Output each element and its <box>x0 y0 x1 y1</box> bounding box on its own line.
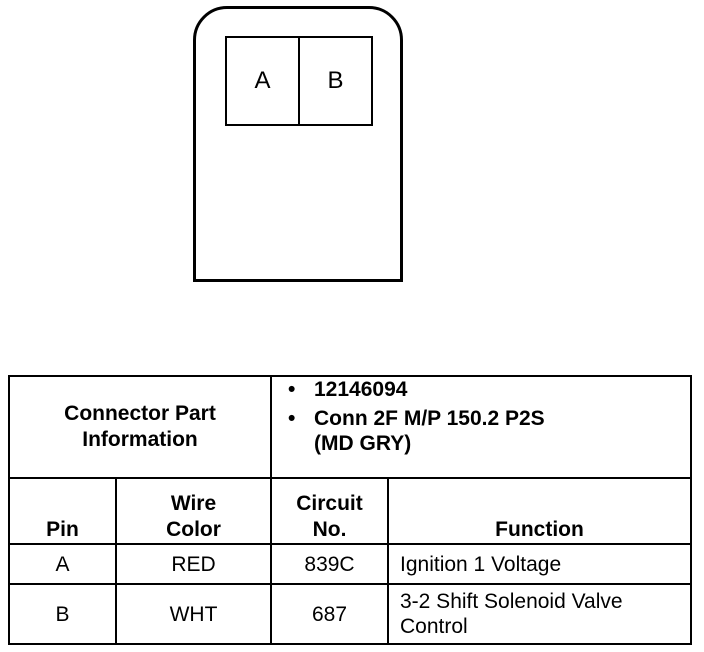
part-number-item: • 12146094 <box>288 377 690 402</box>
table-row: A RED 839C Ignition 1 Voltage <box>8 543 693 585</box>
wire-color-cell: WHT <box>115 583 272 645</box>
part-info-label-line1: Connector Part <box>64 402 216 425</box>
bullet-icon: • <box>288 407 296 430</box>
column-header-row: Pin Wire Color Circuit No. Function <box>8 477 693 545</box>
column-header-wire-color: Wire Color <box>115 477 272 545</box>
part-info-label-cell: Connector Part Information <box>8 375 272 479</box>
pin-cell: A <box>8 543 117 585</box>
part-info-label-line2: Information <box>82 428 198 451</box>
column-header-function: Function <box>386 477 693 545</box>
column-header-wire-color-line1: Wire <box>170 492 217 515</box>
connector-description-line2: (MD GRY) <box>314 432 412 455</box>
function-line2: Control <box>400 615 468 638</box>
connector-cavities: A B <box>225 36 373 126</box>
table-row: B WHT 687 3-2 Shift Solenoid Valve Contr… <box>8 583 693 645</box>
part-info-list: • 12146094 • Conn 2F M/P 150.2 P2S (MD G… <box>272 377 690 456</box>
column-header-circuit: Circuit No. <box>270 477 389 545</box>
part-info-values-cell: • 12146094 • Conn 2F M/P 150.2 P2S (MD G… <box>269 375 693 479</box>
column-header-circuit-line1: Circuit <box>296 492 363 515</box>
connector-face-outline <box>193 6 403 282</box>
wire-color-cell: RED <box>115 543 272 585</box>
bullet-icon: • <box>288 378 296 401</box>
function-cell: Ignition 1 Voltage <box>386 543 693 585</box>
cavity-b-label: B <box>298 38 371 124</box>
column-header-wire-color-line2: Color <box>166 518 221 541</box>
function-line1: Ignition 1 Voltage <box>400 552 562 576</box>
function-line1: 3-2 Shift Solenoid Valve <box>400 590 623 613</box>
function-cell: 3-2 Shift Solenoid Valve Control <box>386 583 693 645</box>
column-header-pin: Pin <box>8 477 117 545</box>
connector-pinout-table: Connector Part Information • 12146094 • … <box>8 375 693 645</box>
circuit-cell: 687 <box>270 583 389 645</box>
part-number-text: 12146094 <box>314 378 408 401</box>
column-header-circuit-line2: No. <box>312 518 347 541</box>
circuit-cell: 839C <box>270 543 389 585</box>
connector-description-line1: Conn 2F M/P 150.2 P2S <box>314 407 545 430</box>
part-info-row: Connector Part Information • 12146094 • … <box>8 375 693 479</box>
cavity-a-label: A <box>254 67 271 94</box>
connector-description-item: • Conn 2F M/P 150.2 P2S (MD GRY) <box>288 406 690 456</box>
pin-cell: B <box>8 583 117 645</box>
